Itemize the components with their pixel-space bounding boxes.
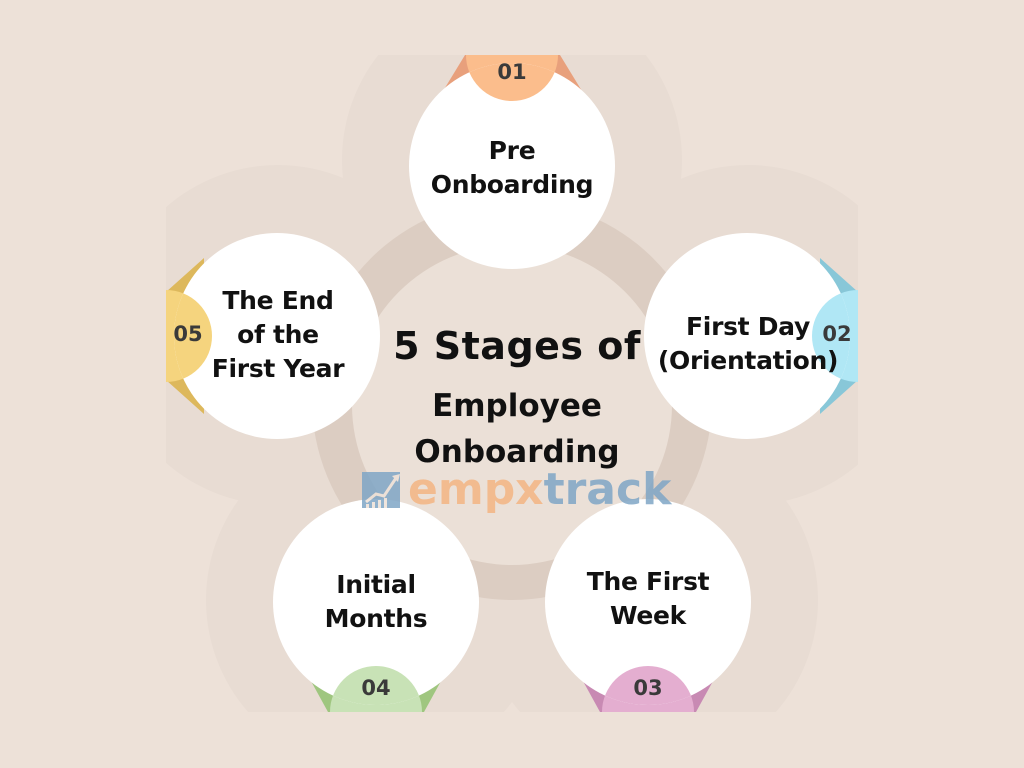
stage-label-line: (Orientation) (657, 346, 839, 375)
stage-circle-03 (545, 499, 751, 705)
center-disc (352, 245, 672, 565)
stage-label-line: The First (586, 567, 710, 596)
stage-label-line: of the (237, 320, 319, 349)
stage-label-line: Week (609, 601, 687, 630)
diagram-subtitle-line2: Onboarding (414, 434, 620, 470)
stage-label-line: First Year (211, 354, 345, 383)
stage-number-05: 05 (173, 322, 203, 346)
stage-label-01: Pre Onboarding (412, 134, 612, 202)
diagram-subtitle-line1: Employee (432, 388, 602, 424)
stage-number-02: 02 (822, 322, 852, 346)
diagram-title: 5 Stages of (393, 324, 641, 368)
stage-circle-02 (644, 233, 850, 439)
stage-label-line: Pre (488, 136, 536, 165)
stage-circle-05 (174, 233, 380, 439)
stage-circle-01 (409, 63, 615, 269)
stage-label-04: Initial Months (276, 568, 476, 636)
stage-label-line: The End (222, 286, 334, 315)
stage-label-03: The First Week (548, 565, 748, 633)
stage-circle-04 (273, 499, 479, 705)
stage-number-01: 01 (497, 60, 527, 84)
stage-label-line: Months (324, 604, 428, 633)
stage-label-05: The End of the First Year (178, 284, 378, 386)
logo-text-empx: empx (408, 464, 544, 515)
logo-text-track: track (543, 464, 672, 515)
stage-number-03: 03 (633, 676, 663, 700)
stage-label-line: Initial (336, 570, 416, 599)
stage-label-02: First Day (Orientation) (648, 310, 848, 378)
stage-label-line: Onboarding (430, 170, 594, 199)
stage-label-line: First Day (686, 312, 810, 341)
growth-chart-icon (362, 472, 400, 508)
stage-number-04: 04 (361, 676, 391, 700)
